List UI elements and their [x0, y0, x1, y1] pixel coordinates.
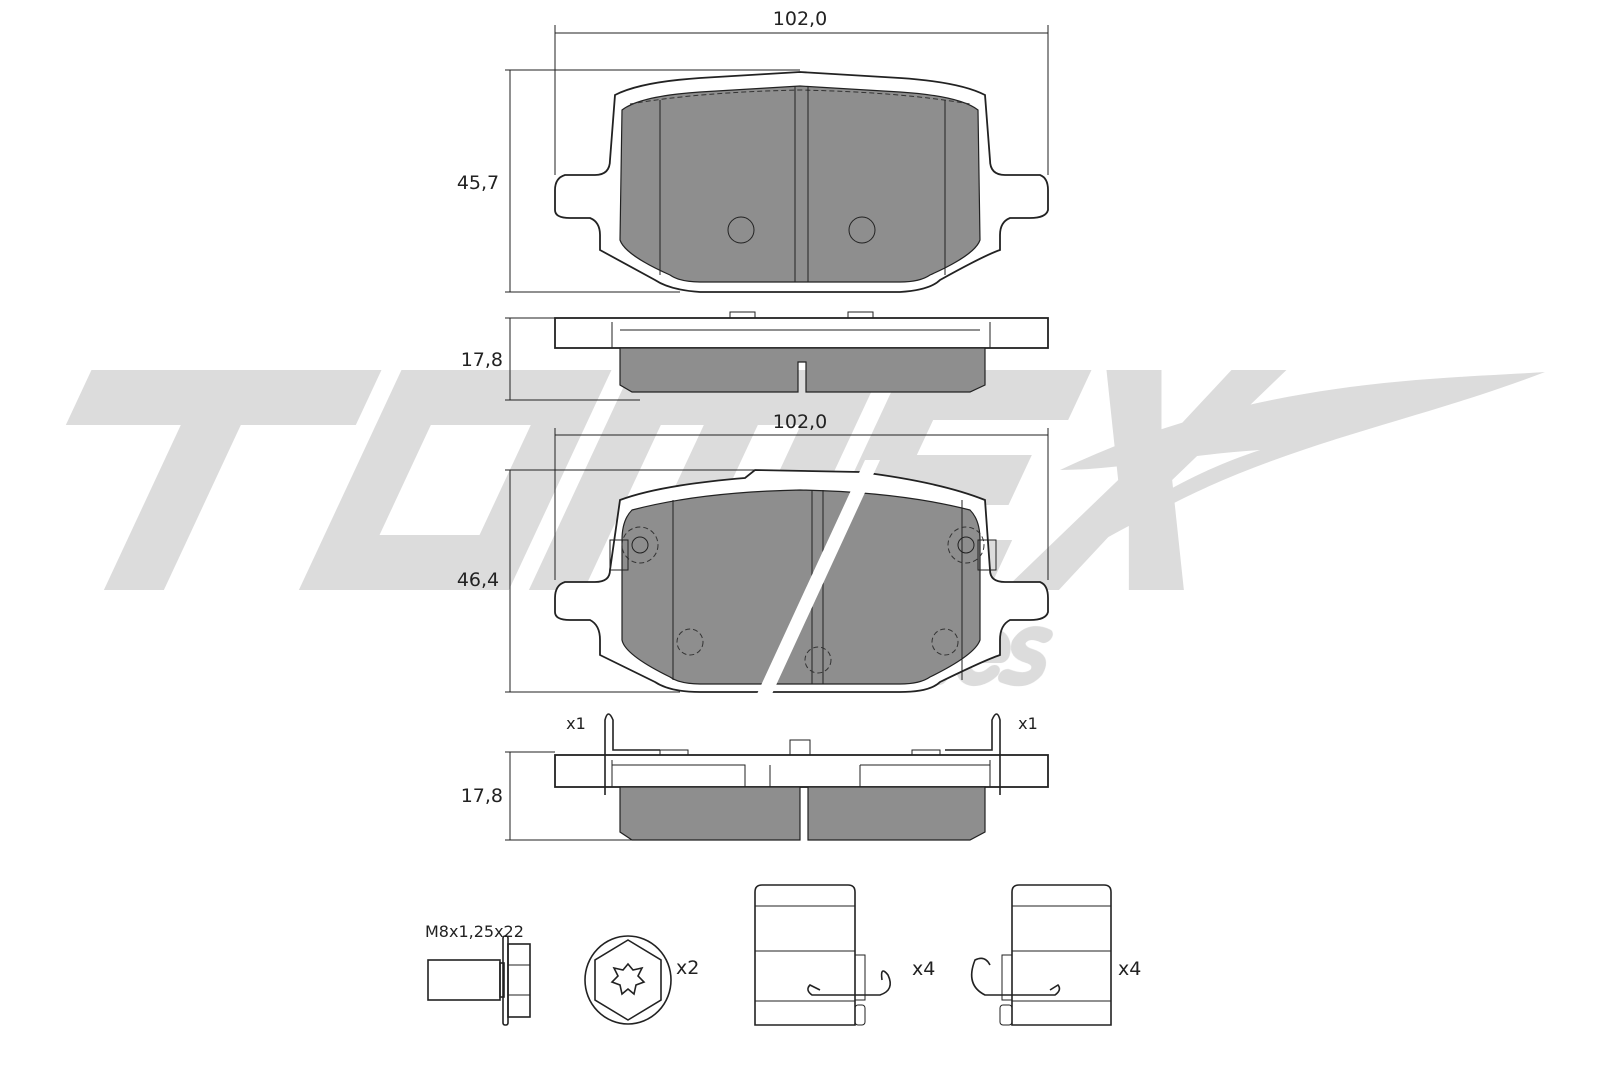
wear-sensor-clip — [945, 713, 1001, 795]
bolt-qty: x2 — [676, 957, 699, 979]
clip-a-qty: x4 — [912, 958, 935, 980]
watermark-swoosh — [1060, 372, 1545, 560]
inner-width-dimension: 102,0 — [554, 411, 1049, 580]
watermark-slash — [745, 460, 880, 720]
wear-sensor-clip — [604, 713, 660, 795]
rivet-hole — [727, 216, 755, 244]
bolt-shaft — [427, 959, 501, 1001]
clip-left-qty: x1 — [566, 714, 586, 733]
outer-thickness-label: 17,8 — [461, 349, 503, 371]
clip-right-qty: x1 — [1018, 714, 1038, 733]
outer-height-dimension: 45,7 — [457, 69, 800, 293]
rivet-hole — [848, 216, 876, 244]
torx-socket-icon — [610, 962, 646, 996]
inner-pad-side-view: 17,8 x1 x1 — [461, 713, 1049, 841]
outer-pad-front-view — [554, 71, 1049, 293]
inner-height-label: 46,4 — [457, 569, 499, 591]
inner-thickness-label: 17,8 — [461, 785, 503, 807]
bolt-spec-label: M8x1,25x22 — [425, 922, 524, 941]
bolt-head — [507, 943, 531, 1018]
clip-b-qty: x4 — [1118, 958, 1141, 980]
inner-width-label: 102,0 — [773, 411, 827, 433]
outer-height-label: 45,7 — [457, 172, 499, 194]
guide-clip-a: x4 — [754, 884, 935, 1026]
inner-pad-front-view — [554, 460, 1049, 720]
outer-width-dimension: 102,0 — [554, 8, 1049, 175]
bolt-head-end-view — [584, 935, 672, 1025]
bolt-hardware: M8x1,25x22 x2 — [425, 922, 699, 1026]
guide-clip-b: x4 — [970, 884, 1141, 1026]
inner-height-dimension: 46,4 — [457, 469, 760, 693]
outer-pad-side-view: 17,8 — [461, 311, 1049, 401]
outer-width-label: 102,0 — [773, 8, 827, 30]
